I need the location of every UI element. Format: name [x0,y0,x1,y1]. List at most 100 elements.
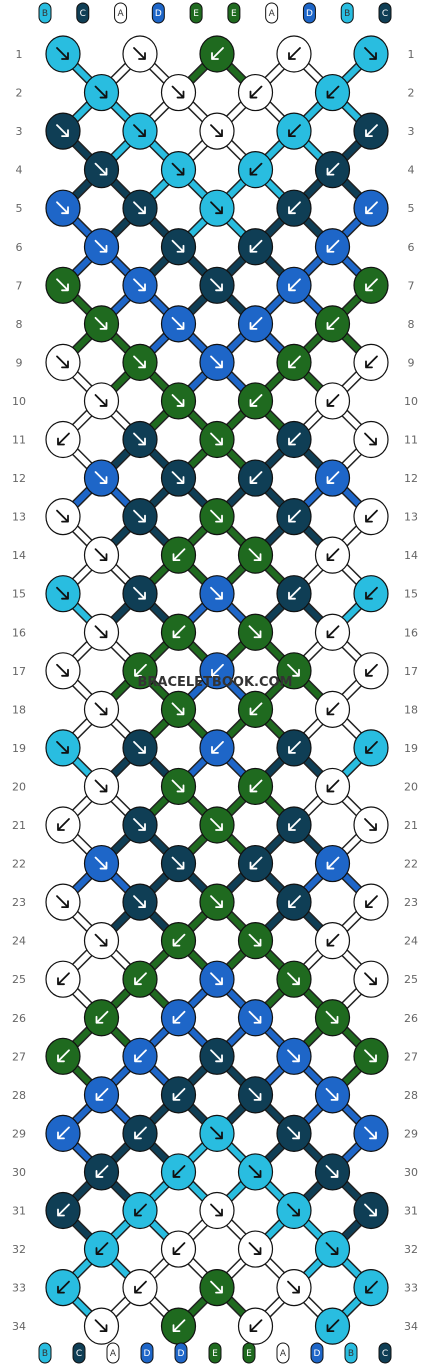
arrow-icon [326,548,340,562]
knot [45,343,81,381]
strand-label: C [382,1349,388,1359]
knot [237,536,274,574]
row-label-right: 6 [408,241,415,254]
knot [199,1114,235,1153]
knot [83,536,120,574]
arrow-icon [249,239,263,253]
knot [122,1268,158,1307]
knot [353,652,389,690]
row-label-right: 23 [404,896,418,909]
knot [45,189,81,227]
knot [83,151,120,189]
arrow-icon [133,818,146,831]
knot [199,1191,235,1230]
arrow-icon [364,1126,377,1140]
knot [237,844,274,883]
knot [83,1307,120,1345]
knot [83,73,120,112]
arrow-icon [365,586,378,600]
arrow-icon [364,47,377,60]
knot [276,1268,312,1307]
row-label-right: 28 [404,1089,418,1102]
strand-end: D [302,2,316,24]
arrow-icon [94,933,108,947]
row-label-right: 29 [404,1127,418,1140]
knot [122,266,158,304]
knot [276,806,312,844]
arrow-icon [287,1126,300,1140]
arrow-icon [133,278,146,292]
arrow-icon [171,856,185,870]
knot [353,1037,389,1075]
arrow-icon [364,1049,377,1063]
strand-label: B [348,1349,354,1359]
row-label-right: 19 [404,742,418,755]
arrow-icon [248,1165,262,1178]
knot [83,1230,120,1268]
arrow-icon [172,933,186,947]
knot [314,1307,351,1345]
strand-label: B [42,1349,48,1359]
knot [353,1191,389,1230]
row-label-right: 30 [404,1166,418,1179]
knot [160,536,197,574]
arrow-icon [288,586,301,600]
knot-grid [45,35,389,1345]
row-label-left: 23 [12,896,26,909]
knot [160,151,197,189]
knot [276,112,312,150]
arrow-icon [249,702,263,716]
row-label-right: 12 [404,472,418,485]
knot [314,922,351,960]
arrow-icon [95,1165,109,1178]
arrow-icon [288,355,301,369]
knot [122,1114,158,1153]
arrow-icon [365,895,378,908]
arrow-icon [288,47,301,60]
arrow-icon [211,47,224,60]
arrow-icon [288,432,301,446]
arrow-icon [288,509,301,523]
knot [83,459,120,497]
knot [314,1230,351,1268]
arrow-icon [364,972,377,986]
arrow-icon [57,1203,70,1217]
arrow-icon [288,124,301,137]
arrow-icon [288,818,301,831]
knot [45,1268,81,1307]
arrow-icon [172,1165,186,1178]
strand-end: A [276,1342,290,1364]
knot [160,767,197,806]
knot [199,883,235,921]
arrow-icon [325,1087,339,1101]
knot [160,1307,197,1345]
arrow-icon [325,1242,339,1255]
knot [237,1307,274,1345]
row-label-left: 11 [12,434,26,447]
arrow-icon [56,586,69,600]
knot [314,151,351,189]
arrow-icon [211,663,224,677]
row-label-left: 6 [16,241,23,254]
arrow-icon [172,548,186,562]
arrow-icon [95,1242,109,1255]
knot [237,151,274,189]
row-label-right: 10 [404,395,418,408]
strand-label: B [344,9,350,19]
row-label-right: 34 [404,1320,418,1333]
knot [314,1153,351,1191]
knot [237,73,274,112]
strand-end: C [378,2,392,24]
arrow-icon [326,162,340,176]
arrow-icon [210,355,223,369]
knot [45,806,81,844]
arrow-icon [325,1165,339,1178]
row-label-left: 26 [12,1012,26,1025]
knot [199,652,235,690]
strand-end: D [174,1342,188,1364]
arrow-icon [249,85,263,99]
arrow-icon [210,972,223,986]
row-label-right: 27 [404,1050,418,1063]
